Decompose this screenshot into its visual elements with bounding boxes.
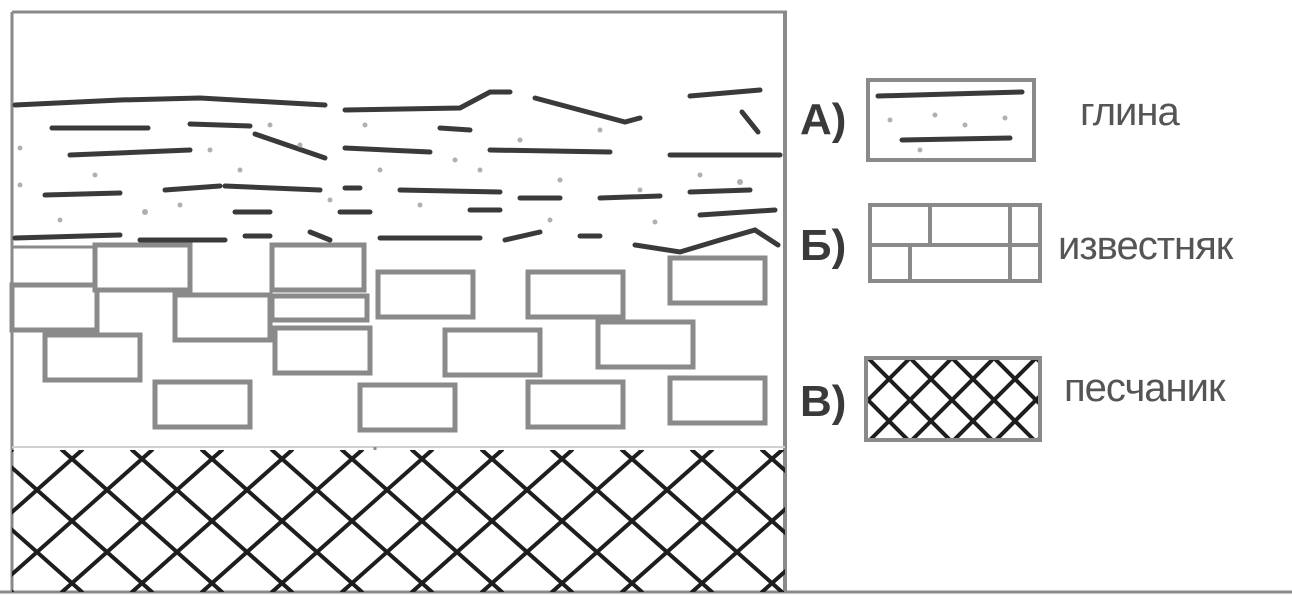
sandstone-hatch-line [902,450,1062,592]
sandstone-hatch-line [0,450,12,592]
legend-label-limestone: известняк [1058,226,1232,266]
legend-letter-v: В) [800,380,846,424]
sandstone-hatch-line [832,450,992,592]
sandstone-layer [0,450,1062,592]
sandstone-hatch-line [0,450,12,592]
clay-dots [18,123,744,225]
legend-letter-b: Б) [800,224,846,268]
legend-letter-a: А) [800,98,846,142]
clay-layer [15,90,780,252]
sandstone-hatch-line [902,450,1062,592]
clay-icon [868,80,1034,160]
limestone-icon [870,205,1040,281]
limestone-layer [12,245,765,430]
legend-label-sandstone: песчаник [1064,368,1224,408]
legend-label-clay: глина [1080,92,1179,132]
sandstone-hatch-line [832,450,992,592]
